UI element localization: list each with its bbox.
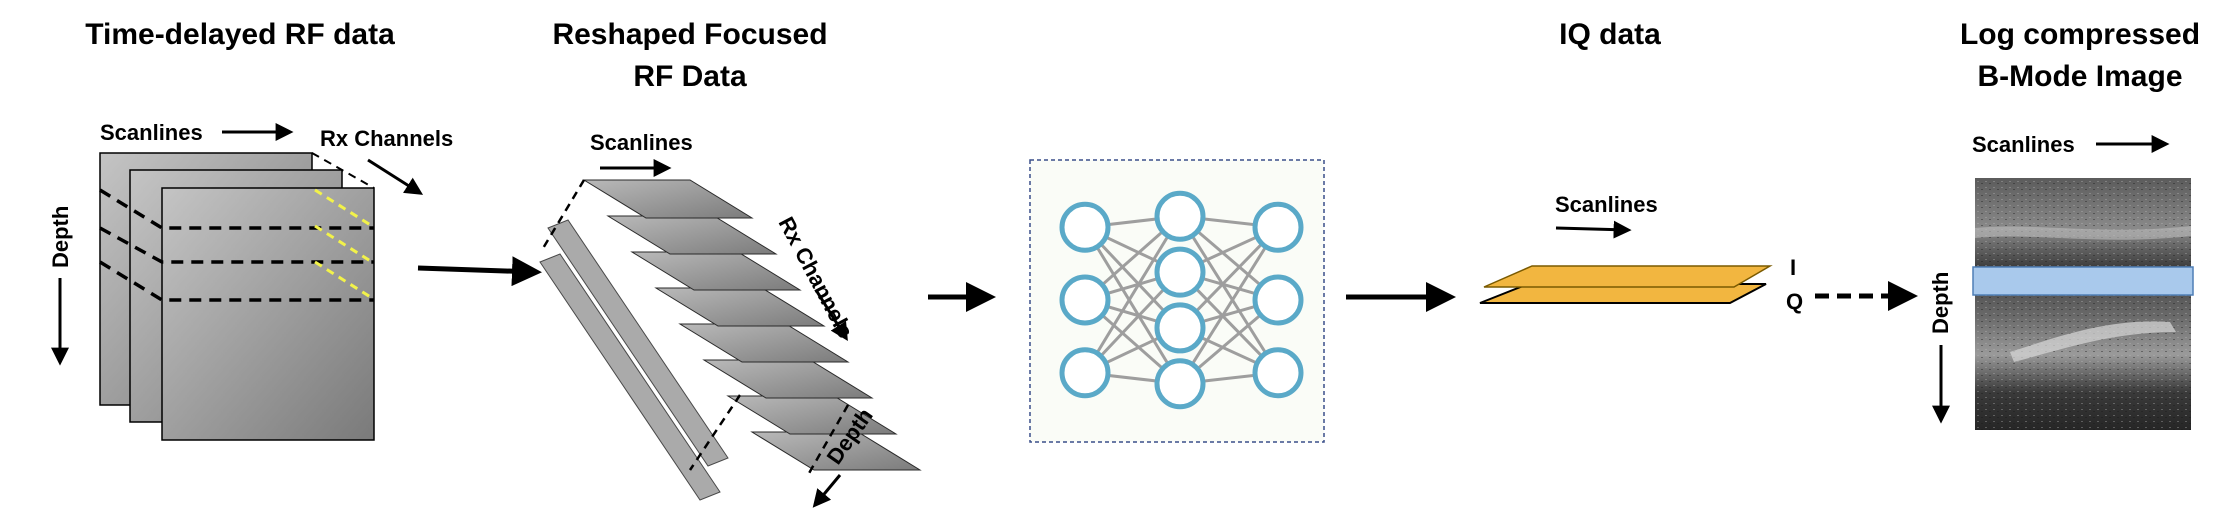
- reshaped-sheet: [702, 359, 874, 399]
- network-node: [1252, 201, 1304, 253]
- reshaped-sheet: [630, 251, 802, 291]
- rx-channels-arrow-1: [367, 158, 424, 195]
- network-node: [1059, 347, 1111, 399]
- rf-slab-front: [161, 187, 375, 441]
- reshaped-sheet: [606, 215, 778, 255]
- reshaped-sheet: [678, 323, 850, 363]
- network-edge: [1178, 226, 1280, 385]
- flow-arrow-1: [417, 256, 542, 287]
- sheet-stack: [539, 179, 922, 501]
- neural-network: [1029, 159, 1325, 443]
- title-reshaped-line2: RF Data: [633, 60, 747, 93]
- title-bmode-line1: Log compressed: [1959, 18, 2201, 51]
- title-iq-data: IQ data: [1559, 18, 1661, 51]
- rx-perspective-dash: [311, 152, 375, 189]
- rx-channels-label-1: Rx Channels: [320, 126, 453, 151]
- network-edge: [1083, 215, 1182, 374]
- network-node: [1154, 358, 1206, 410]
- depth-label-1: Depth: [48, 206, 73, 268]
- iq-planes: Scanlines I Q: [1479, 192, 1803, 314]
- time-delayed-stack: Scanlines Rx Channels Depth: [48, 120, 453, 441]
- yellow-channel-dashes: [314, 188, 373, 300]
- scanlines-label-2: Scanlines: [590, 130, 693, 155]
- bmode-section: Scanlines Depth: [1928, 132, 2194, 430]
- scanlines-label-1: Scanlines: [100, 120, 203, 145]
- network-node: [1154, 190, 1206, 242]
- reshaped-sheet: [582, 179, 754, 219]
- depth-arrow-2: [812, 474, 842, 508]
- network-nodes: [1059, 190, 1304, 410]
- title-reshaped-focused-rf-data: Reshaped Focused RF Data: [490, 14, 890, 98]
- network-node: [1059, 201, 1111, 253]
- bmode-speckle: [1975, 178, 2191, 430]
- title-bmode-image: Log compressed B-Mode Image: [1930, 14, 2230, 98]
- bmode-bright-layer: [1975, 226, 2191, 240]
- depth-row-dashes: [99, 188, 374, 302]
- network-node: [1252, 347, 1304, 399]
- bmode-tissue-curve: [2010, 321, 2176, 362]
- i-label: I: [1790, 255, 1796, 280]
- reshaped-sheets: Scanlines Rx Channels Depth: [539, 130, 922, 508]
- reshaped-dash-bottom: [688, 394, 742, 471]
- network-edge: [1083, 226, 1182, 385]
- depth-label-4: Depth: [1928, 272, 1953, 334]
- rx-channels-arrow-2: [814, 289, 848, 342]
- reshaped-sheet: [654, 287, 826, 327]
- bmode-highlight-band: [1972, 266, 2194, 296]
- reshaped-side-panel: [539, 253, 721, 501]
- title-time-delayed-rf-data: Time-delayed RF data: [85, 18, 395, 51]
- network-node: [1059, 274, 1111, 326]
- scanlines-label-4: Scanlines: [1972, 132, 2075, 157]
- scanlines-arrow-3: [1555, 220, 1632, 239]
- network-node: [1252, 274, 1304, 326]
- network-node: [1154, 302, 1206, 354]
- scanlines-label-3: Scanlines: [1555, 192, 1658, 217]
- iq-plane-i: [1483, 265, 1773, 288]
- iq-plane-q: [1479, 283, 1767, 304]
- reshaped-side-panel: [547, 219, 729, 467]
- title-bmode-line2: B-Mode Image: [1977, 60, 2183, 93]
- title-reshaped-line1: Reshaped Focused: [552, 18, 828, 51]
- q-label: Q: [1786, 289, 1803, 314]
- network-edge: [1178, 215, 1280, 374]
- network-node: [1154, 246, 1206, 298]
